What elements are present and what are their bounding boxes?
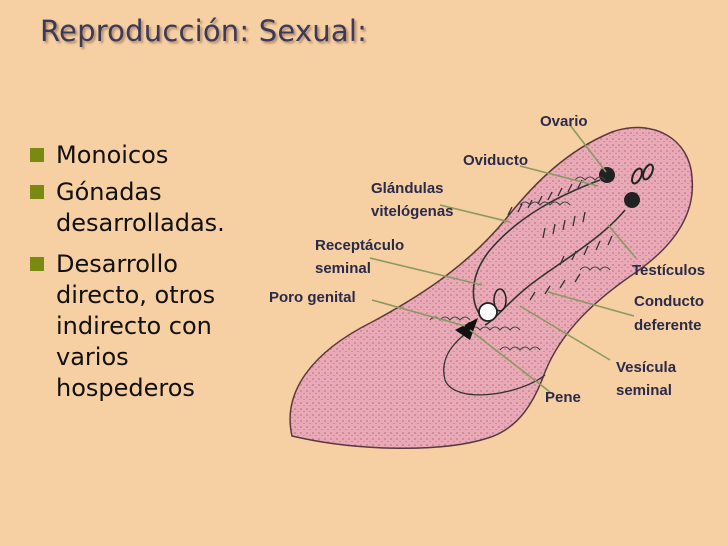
label-ovario: Ovario — [540, 113, 588, 130]
bullet-text: hospederos — [56, 374, 195, 402]
bullet-text: indirecto con — [56, 312, 212, 340]
bullet-square-icon — [30, 185, 44, 199]
bullet-item: Monoicos — [20, 140, 270, 171]
label-vesicula: Vesícula — [616, 359, 677, 376]
bullet-list: Monoicos Gónadas desarrolladas. Desarrol… — [20, 140, 270, 410]
label-receptaculo: Receptáculo — [315, 237, 404, 254]
label-deferente: deferente — [634, 317, 702, 334]
label-pene: Pene — [545, 389, 581, 406]
label-receptaculo-seminal: seminal — [315, 260, 371, 277]
bullet-square-icon — [30, 257, 44, 271]
leader-lines — [369, 124, 637, 393]
gland-row — [507, 179, 613, 301]
genital-pore-shape — [467, 322, 473, 328]
seminal-vesicle-shape — [493, 288, 507, 312]
duct-line — [443, 329, 546, 396]
label-glandulas: Glándulas — [371, 180, 444, 197]
bullet-text: varios — [56, 343, 129, 371]
page-title: Reproducción: Sexual: — [40, 14, 368, 48]
duct-line — [472, 179, 601, 316]
bullet-item: Desarrollo directo, otros indirecto con … — [20, 249, 270, 404]
bullet-text: Gónadas — [56, 178, 162, 206]
label-oviducto: Oviducto — [463, 152, 528, 169]
label-poro-genital: Poro genital — [269, 289, 356, 306]
receptacle-shape — [478, 302, 498, 322]
eye-spot — [642, 163, 654, 181]
label-testiculos: Testículos — [632, 262, 705, 279]
worm-body — [289, 126, 694, 450]
bullet-text: Monoicos — [56, 141, 169, 169]
bullet-text: Desarrollo — [56, 250, 178, 278]
label-vesicula-seminal: seminal — [616, 382, 672, 399]
bullet-square-icon — [30, 148, 44, 162]
bullet-text: desarrolladas. — [56, 209, 225, 237]
ovary-shape — [599, 167, 615, 183]
ovary-shape — [624, 192, 640, 208]
label-vitelogenas: vitelógenas — [371, 203, 454, 220]
bullet-text: directo, otros — [56, 281, 216, 309]
bullet-item: Gónadas desarrolladas. — [20, 177, 270, 239]
label-conducto: Conducto — [634, 293, 704, 310]
eye-spot — [631, 167, 643, 185]
